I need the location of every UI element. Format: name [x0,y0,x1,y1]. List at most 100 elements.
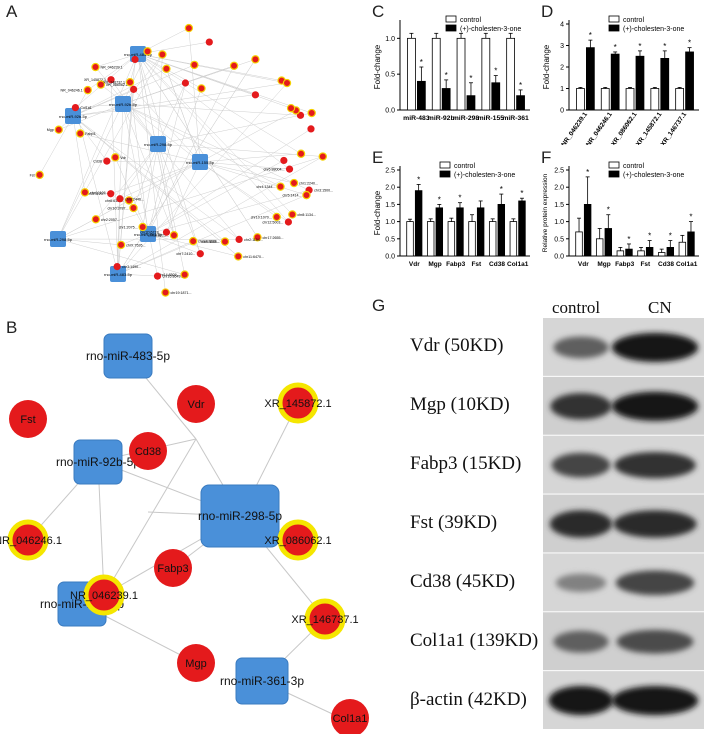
gene-node[interactable]: Vdr [177,385,215,423]
network-a-node-label: chr15:1123... [85,192,106,196]
network-a-edge [122,103,281,187]
x-tick-label: Mgp [428,261,441,268]
x-tick-label: miR-361 [502,115,529,122]
network-a-node [143,47,152,56]
x-tick-label: miR-483 [403,115,430,122]
bar-treatment [583,204,592,257]
network-a-edge [110,79,159,145]
network-a-node [251,55,260,64]
legend-label: (+)-cholesten-3-one [623,172,684,179]
bar-control [468,221,476,257]
network-a-edge [106,160,201,163]
blot-band-control [553,336,609,359]
network-a-edge [87,53,139,91]
network-a-edge [122,103,240,240]
network-a-node [162,64,171,73]
lncrna-node[interactable]: NR_046246.1 [0,519,62,561]
network-a-edge [117,156,323,275]
y-tick-label: 0.5 [385,236,395,243]
network-a-node-label: chr12:5003... [262,221,283,225]
significance-star: * [648,232,651,241]
bar-control [426,221,435,257]
network-a-node-label: chr20:6718... [140,231,161,235]
bar-treatment [687,231,695,257]
lncrna-label: XR_086062.1 [264,535,331,547]
network-a-node-label: chr1:2240... [299,182,318,186]
y-tick-label: 1.0 [554,219,564,226]
bar-treatment [625,248,633,257]
network-a-node [282,78,292,88]
network-a-node [54,125,63,134]
network-a-node [107,190,115,198]
network-a-node-label: chr9:1180... [201,240,220,244]
gene-node[interactable]: Fabp3 [154,549,192,587]
bar-control [650,88,660,111]
network-a-node-label: chr6:88004... [264,168,285,172]
network-a-node [181,79,190,87]
network-a-edge [199,161,307,196]
panel-letter-c: C [372,2,385,21]
bar-treatment [466,95,476,111]
y-axis-label: Fold-change [373,44,382,89]
network-a-node-label: NR_046239.1 [100,66,122,70]
lncrna-node[interactable]: NR_046239.1 [70,574,138,616]
mirna-node[interactable]: rno-miR-361-3p [220,657,304,705]
blot-row-label: Fabp3 (15KD) [410,453,522,475]
network-a-edge [137,53,312,114]
network-b: rno-miR-483-5p rno-miR-92b-5p rno-miR-29… [0,333,369,734]
network-a-edge [199,153,302,163]
x-tick-label: Fst [471,261,482,268]
network-a-node-label: chr3:1490... [122,265,141,269]
significance-star: * [494,67,497,76]
mirna-node[interactable]: rno-miR-483-5p [86,333,170,379]
network-a-edges [39,27,323,293]
bar-treatment [441,88,451,111]
gene-label: Vdr [187,399,204,411]
lncrna-node[interactable]: XR_086062.1 [264,519,332,561]
gene-node[interactable]: Mgp [177,644,215,682]
network-a-edge [166,161,201,233]
network-a-node [116,240,126,250]
lncrna-label: NR_046239.1 [70,590,138,602]
network-a-edge [72,115,86,193]
network-a-edge [147,82,186,235]
blot-column-control: control [552,298,601,317]
network-a-node [71,103,80,112]
bar-control [600,88,610,111]
bar-control [595,238,604,257]
network-a-mirna-label: rno-miR-298-5p [144,142,173,147]
network-a-node [83,85,92,95]
significance-star: * [663,42,666,51]
network-a-node [91,215,101,224]
network-a-edge [122,54,163,105]
network-a-node-label: chr19:1871... [170,291,191,295]
network-a-node-label: chr5:1414... [282,194,301,198]
panel-letter-e: E [372,148,384,167]
legend-label: (+)-cholesten-3-one [460,26,521,33]
lncrna-node[interactable]: XR_146737.1 [291,598,359,640]
mirna-node[interactable]: rno-miR-92b-5p [56,439,140,485]
blot-row-label: β-actin (42KD) [410,688,527,710]
legend-swatch [608,161,620,169]
network-a-edge [119,143,159,199]
network-a-node-label: Col1a1 [80,106,91,110]
gene-node[interactable]: Cd38 [129,432,167,470]
bar-control [488,221,497,257]
legend-swatch [608,15,620,23]
panel-letter-a: A [6,2,18,21]
panel-letter-f: F [541,148,552,167]
bar-treatment [685,51,694,111]
network-a-node-label: chr1:2075... [119,225,138,229]
gene-node[interactable]: Col1a1 [331,699,369,734]
network-a-node [153,272,162,280]
gene-node[interactable]: Fst [9,400,47,438]
y-tick-label: 0.0 [385,254,395,261]
lncrna-node[interactable]: XR_145872.1 [264,382,332,424]
legend-swatch [439,170,451,178]
network-a-nodes: rno-miR-483-5prno-miR-92b-5prno-miR-298-… [30,23,333,297]
network-a-mirna-label: rno-miR-483-5p [124,52,153,57]
network-a-edge [57,156,323,240]
network-a-edge [117,59,136,275]
mirna-node[interactable]: rno-miR-298-5p [198,484,282,548]
network-a-node [251,91,260,99]
